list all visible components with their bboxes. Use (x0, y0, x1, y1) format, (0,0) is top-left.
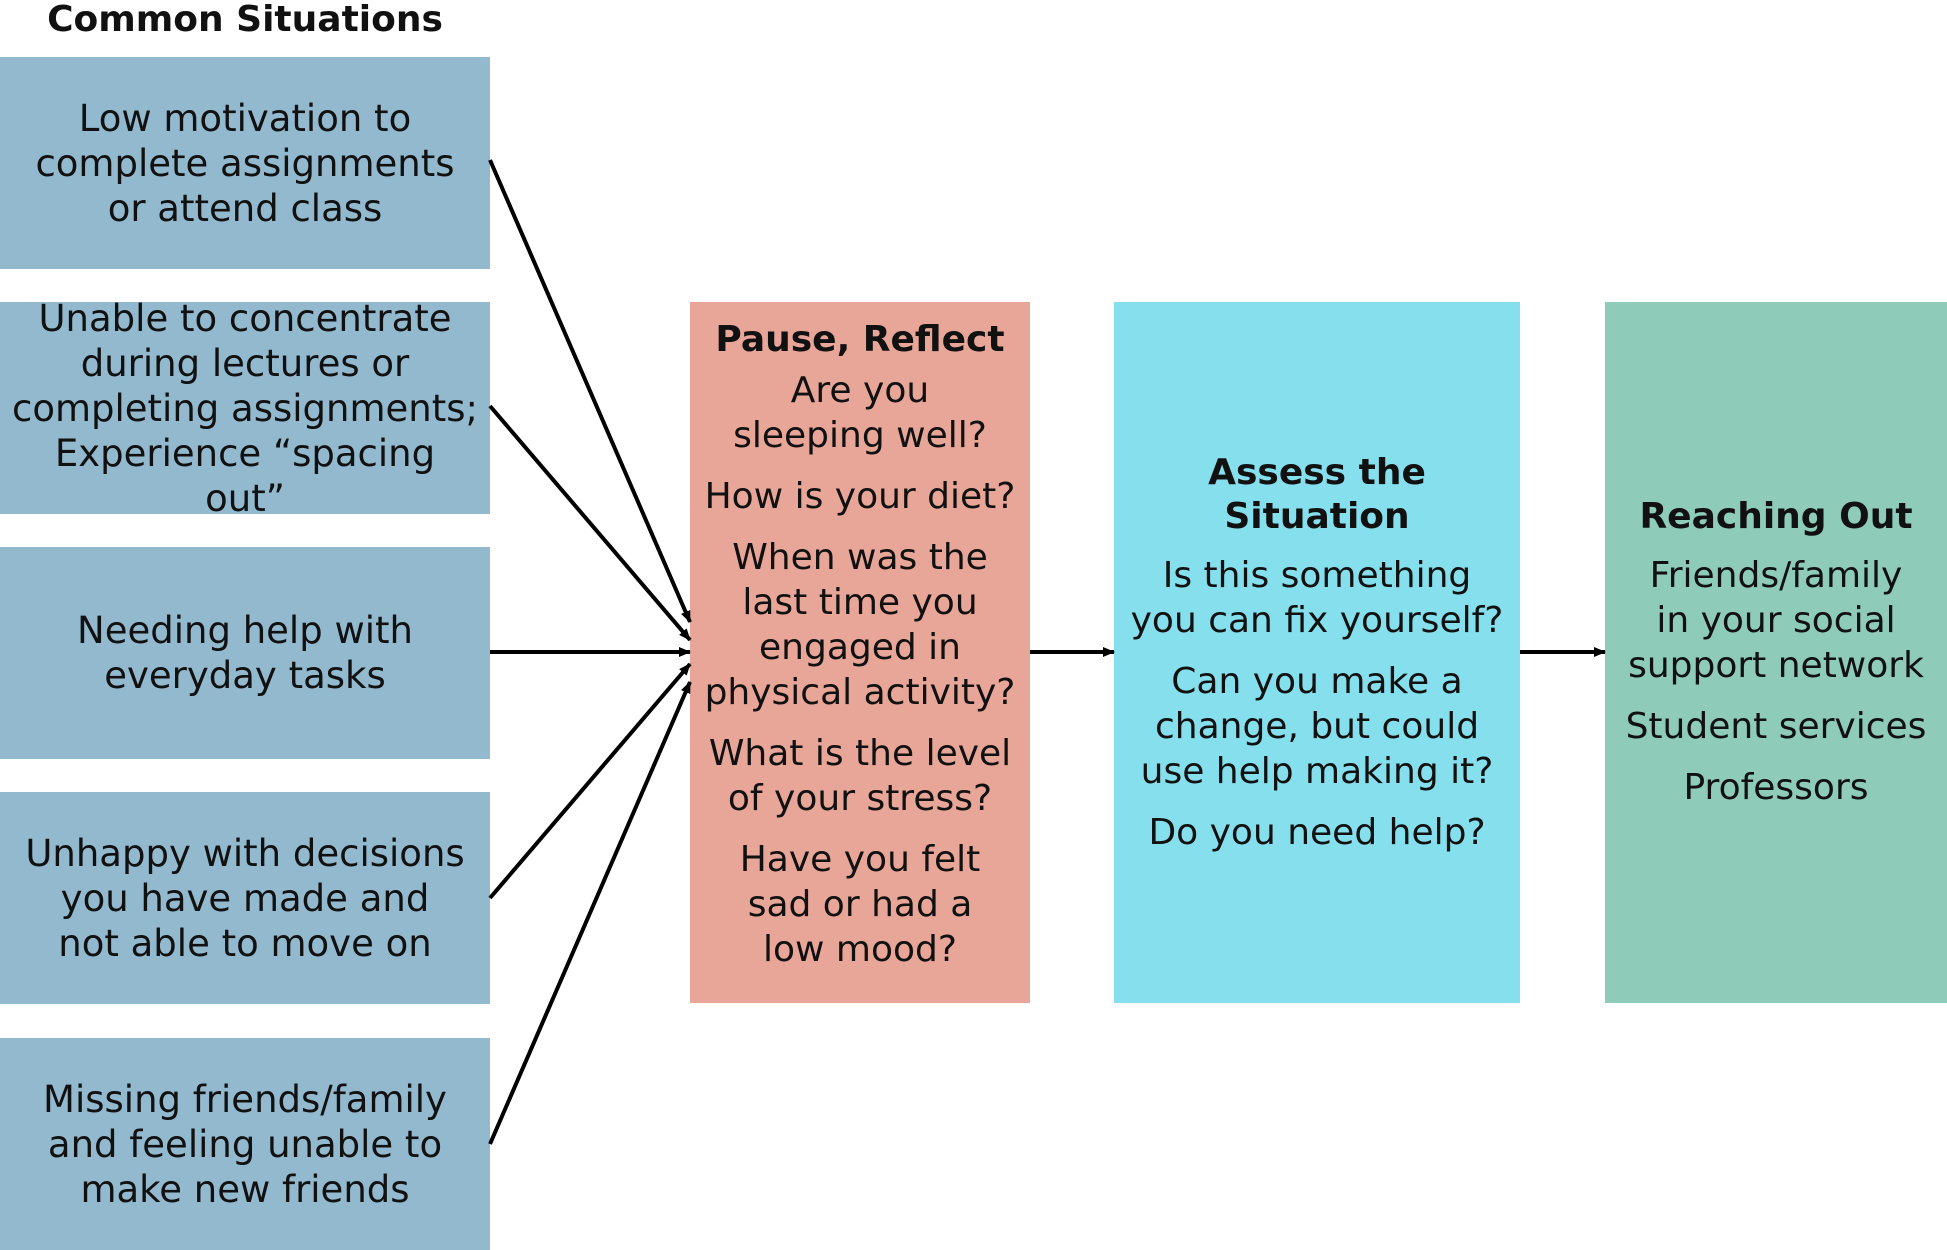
situation-box-missing-friends: Missing friends/family and feeling unabl… (0, 1038, 490, 1250)
assess-situation-box: Assess the Situation Is this something y… (1114, 302, 1520, 1003)
arrow-low-motivation-to-reflect (488, 159, 692, 623)
situation-text: Needing help with everyday tasks (77, 609, 413, 697)
pause-reflect-box: Pause, Reflect Are you sleeping well? Ho… (690, 302, 1030, 1003)
reflect-question: How is your diet? (704, 475, 1016, 517)
reach-option: Student services (1625, 706, 1927, 747)
reaching-out-title: Reaching Out (1639, 496, 1913, 537)
pause-reflect-title: Pause, Reflect (715, 318, 1005, 360)
reach-option: Friends/family in your social support ne… (1628, 555, 1924, 686)
situation-box-needing-help: Needing help with everyday tasks (0, 547, 490, 759)
common-situations-header: Common Situations (47, 0, 443, 40)
situation-text: Low motivation to complete assignments o… (35, 96, 455, 230)
arrow-missing-friends-to-reflect (488, 681, 692, 1145)
reflect-question: Have you felt sad or had a low mood? (739, 838, 981, 970)
assess-question: Can you make a change, but could use hel… (1140, 660, 1494, 792)
situation-text: Unable to concentrate during lectures or… (12, 296, 478, 520)
assess-question: Do you need help? (1148, 811, 1486, 853)
reach-option: Professors (1683, 767, 1869, 808)
arrow-unhappy-to-reflect (488, 662, 692, 900)
reaching-out-box: Reaching Out Friends/family in your soci… (1605, 302, 1947, 1003)
assess-situation-title: Assess the Situation (1208, 451, 1426, 537)
situation-box-unable-to-concentrate: Unable to concentrate during lectures or… (0, 297, 490, 520)
situation-box-unhappy-with-decisions: Unhappy with decisions you have made and… (0, 792, 490, 1004)
reflect-question: Are you sleeping well? (733, 369, 987, 456)
assess-question: Is this something you can fix yourself? (1130, 554, 1504, 641)
situation-text: Missing friends/family and feeling unabl… (43, 1077, 447, 1211)
reflect-question: What is the level of your stress? (708, 732, 1012, 819)
arrow-concentrate-to-reflect (488, 404, 692, 642)
reflect-question: When was the last time you engaged in ph… (704, 536, 1016, 713)
situation-text: Unhappy with decisions you have made and… (25, 831, 465, 965)
situation-box-low-motivation: Low motivation to complete assignments o… (0, 57, 490, 269)
